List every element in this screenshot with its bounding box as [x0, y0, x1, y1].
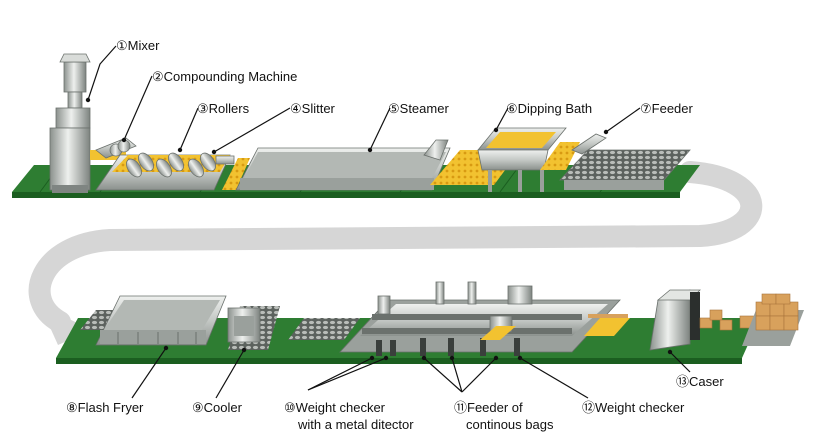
packaging-section — [288, 281, 630, 356]
rollers-machine — [95, 152, 231, 191]
compounding-machine — [90, 137, 137, 160]
label-feeder: ⑦Feeder — [640, 101, 694, 116]
label-rollers: ③Rollers — [197, 101, 250, 116]
feeder-machine — [559, 133, 691, 190]
label-weight-checker-metal-line2: with a metal ditector — [297, 417, 414, 432]
dipping-bath-machine — [430, 127, 580, 192]
label-weight-checker-metal-line1: ⑩Weight checker — [284, 400, 386, 415]
label-bag-feeder-line2: continous bags — [466, 417, 554, 432]
leader-lines — [85, 45, 691, 399]
flash-fryer-machine — [80, 295, 227, 346]
label-mixer: ①Mixer — [116, 38, 160, 53]
label-steamer: ⑤Steamer — [388, 101, 449, 116]
caser-machine — [649, 289, 804, 351]
label-flash-fryer: ⑧Flash Fryer — [66, 400, 144, 415]
steamer-machine — [235, 139, 451, 191]
label-dipping-bath: ⑥Dipping Bath — [506, 101, 592, 116]
mixer-machine — [49, 53, 91, 193]
label-caser: ⑬Caser — [676, 374, 724, 389]
slitter-machine — [215, 155, 250, 190]
label-cooler: ⑨Cooler — [192, 400, 243, 415]
label-bag-feeder-line1: ⑪Feeder of — [454, 400, 523, 415]
cooler-machine — [227, 306, 280, 350]
label-compounding-machine: ②Compounding Machine — [152, 69, 297, 84]
label-slitter: ④Slitter — [290, 101, 336, 116]
label-weight-checker: ⑫Weight checker — [582, 400, 685, 415]
